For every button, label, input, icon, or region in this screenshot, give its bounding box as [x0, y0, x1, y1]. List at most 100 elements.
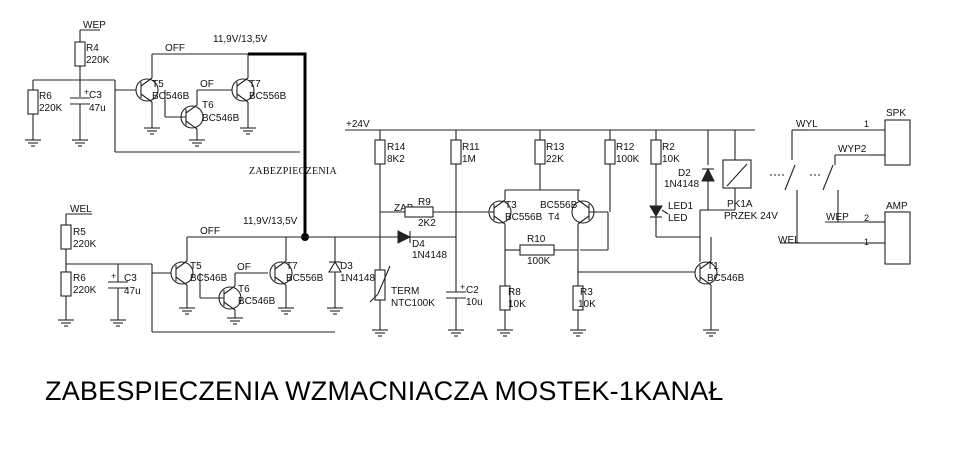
- bottom-r6-resistor: [60, 271, 72, 297]
- svg-text:1: 1: [864, 237, 869, 247]
- svg-text:T7: T7: [249, 79, 261, 90]
- svg-text:WYP2: WYP2: [838, 144, 867, 155]
- svg-text:OF: OF: [200, 79, 214, 90]
- svg-text:+: +: [84, 87, 89, 97]
- svg-text:BC546B: BC546B: [707, 273, 745, 284]
- svg-text:220K: 220K: [73, 239, 97, 250]
- svg-text:D4: D4: [412, 239, 425, 250]
- d4-diode: [397, 230, 412, 244]
- center-label: ZABEZPIECZENIA: [249, 166, 338, 177]
- svg-text:11,9V/13,5V: 11,9V/13,5V: [213, 34, 268, 45]
- svg-text:D2: D2: [678, 168, 691, 179]
- spk-connector: [884, 119, 911, 166]
- svg-text:R13: R13: [546, 142, 565, 153]
- svg-text:1N4148: 1N4148: [664, 179, 699, 190]
- svg-text:C2: C2: [466, 285, 479, 296]
- svg-text:BC546B: BC546B: [238, 296, 276, 307]
- svg-text:R12: R12: [616, 142, 635, 153]
- svg-text:OFF: OFF: [165, 43, 185, 54]
- svg-text:BC556B: BC556B: [540, 200, 578, 211]
- svg-text:LED: LED: [668, 213, 687, 224]
- top-channel: WEP R4 220K R6 220K C3 47u + T5: [24, 20, 305, 153]
- top-r6-resistor: [27, 89, 39, 115]
- svg-text:2: 2: [864, 213, 869, 223]
- svg-text:R10: R10: [527, 234, 546, 245]
- relay-contact-1: [784, 164, 796, 191]
- svg-text:OFF: OFF: [200, 226, 220, 237]
- svg-text:10K: 10K: [662, 154, 680, 165]
- svg-text:PRZEK 24V: PRZEK 24V: [724, 211, 778, 222]
- svg-text:220K: 220K: [39, 103, 63, 114]
- svg-text:BC546B: BC546B: [152, 91, 190, 102]
- svg-text:ZAB: ZAB: [394, 203, 414, 214]
- svg-text:2K2: 2K2: [418, 218, 436, 229]
- svg-text:T7: T7: [286, 261, 298, 272]
- svg-text:220K: 220K: [73, 285, 97, 296]
- r12-resistor: [604, 139, 616, 165]
- svg-text:BC546B: BC546B: [190, 273, 228, 284]
- bottom-input-label: WEL: [70, 204, 92, 215]
- svg-text:WEL: WEL: [778, 235, 800, 246]
- top-r4-resistor: [74, 41, 86, 67]
- svg-text:BC556B: BC556B: [249, 91, 287, 102]
- r11-resistor: [450, 139, 462, 165]
- svg-text:R11: R11: [462, 142, 480, 153]
- svg-text:R9: R9: [418, 197, 431, 208]
- r13-resistor: [534, 139, 546, 165]
- svg-text:11,9V/13,5V: 11,9V/13,5V: [243, 216, 298, 227]
- svg-text:D3: D3: [340, 261, 353, 272]
- svg-text:T4: T4: [548, 212, 560, 223]
- svg-text:8K2: 8K2: [387, 154, 405, 165]
- r9-resistor: [404, 206, 434, 218]
- svg-text:NTC100K: NTC100K: [391, 298, 435, 309]
- svg-text:100K: 100K: [616, 154, 640, 165]
- amp-connector: [884, 211, 911, 265]
- r14-resistor: [374, 139, 386, 165]
- protection-bus-line: [248, 52, 307, 237]
- svg-text:100K: 100K: [527, 256, 551, 267]
- svg-text:47u: 47u: [124, 286, 141, 297]
- right-section: +24V R14 8K2 TERM NTC100K ZAB R9 2K2 D4 …: [305, 108, 911, 337]
- svg-text:1N4148: 1N4148: [412, 250, 447, 261]
- svg-text:1: 1: [864, 119, 869, 129]
- svg-text:LED1: LED1: [668, 201, 693, 212]
- svg-text:220K: 220K: [86, 55, 110, 66]
- svg-text:10u: 10u: [466, 297, 483, 308]
- svg-text:T5: T5: [152, 79, 164, 90]
- svg-text:R3: R3: [580, 287, 593, 298]
- svg-text:R14: R14: [387, 142, 406, 153]
- supply-label: +24V: [346, 119, 370, 130]
- svg-text:SPK: SPK: [886, 108, 906, 119]
- svg-text:TERM: TERM: [391, 286, 419, 297]
- svg-text:BC556B: BC556B: [286, 273, 324, 284]
- svg-text:C3: C3: [89, 90, 102, 101]
- bottom-r5-resistor: [60, 224, 72, 250]
- svg-text:R8: R8: [508, 287, 521, 298]
- relay-contact-2: [822, 164, 834, 191]
- svg-text:BC546B: BC546B: [202, 113, 240, 124]
- svg-text:R5: R5: [73, 227, 86, 238]
- svg-text:22K: 22K: [546, 154, 564, 165]
- svg-text:10K: 10K: [578, 299, 596, 310]
- svg-text:T6: T6: [202, 100, 214, 111]
- svg-text:BC556B: BC556B: [505, 212, 543, 223]
- r2-resistor: [650, 139, 662, 165]
- svg-text:T3: T3: [505, 200, 517, 211]
- svg-text:1M: 1M: [462, 154, 476, 165]
- page-title: ZABESPIECZENIA WZMACNIACZA MOSTEK-1KANAŁ: [45, 376, 724, 406]
- svg-text:T1: T1: [707, 261, 719, 272]
- svg-text:R2: R2: [662, 142, 675, 153]
- svg-text:10K: 10K: [508, 299, 526, 310]
- svg-text:+: +: [460, 282, 465, 292]
- led1-diode: [649, 205, 663, 217]
- svg-text:WYL: WYL: [796, 119, 818, 130]
- svg-text:WEP: WEP: [826, 212, 849, 223]
- svg-text:PK1A: PK1A: [727, 199, 753, 210]
- svg-text:1N4148: 1N4148: [340, 273, 375, 284]
- svg-text:C3: C3: [124, 273, 137, 284]
- bottom-channel: WEL R5 220K R6 220K + C3 47u T5 BC546B: [57, 204, 375, 333]
- svg-text:R6: R6: [73, 273, 86, 284]
- svg-text:R4: R4: [86, 43, 99, 54]
- svg-text:T6: T6: [238, 284, 250, 295]
